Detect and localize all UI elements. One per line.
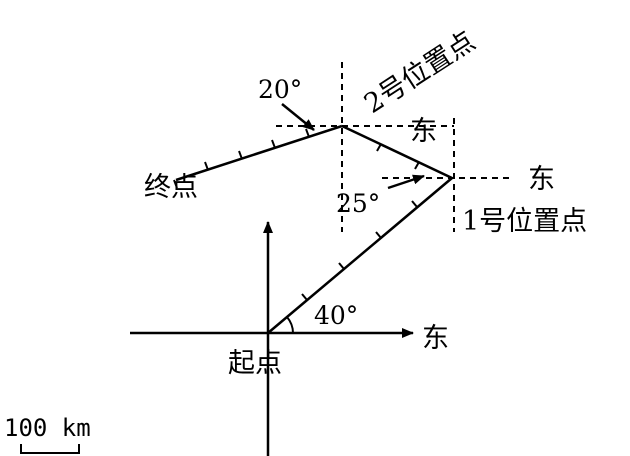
angle-label-40: 40° bbox=[314, 301, 358, 330]
scale-bar bbox=[20, 444, 80, 454]
angle-label-20: 20° bbox=[258, 75, 302, 104]
angle-arrow-20 bbox=[281, 103, 315, 131]
position-1-label: 1号位置点 bbox=[462, 206, 587, 237]
tick bbox=[271, 139, 276, 149]
origin-axes bbox=[130, 221, 414, 456]
segment-ticks bbox=[173, 128, 420, 301]
segment-pos2-to-end bbox=[175, 124, 343, 182]
segment-start-to-pos1 bbox=[267, 177, 453, 334]
tick bbox=[301, 293, 308, 301]
route-path bbox=[175, 124, 453, 334]
position-2-label: 2号位置点 bbox=[359, 26, 481, 120]
tick bbox=[414, 161, 420, 170]
tick bbox=[238, 150, 243, 160]
tick bbox=[173, 179, 178, 189]
tick bbox=[338, 262, 345, 270]
tick bbox=[204, 161, 209, 171]
angle-arc-40 bbox=[286, 316, 294, 334]
east-label-pos1: 东 bbox=[528, 164, 555, 195]
scale-label: 100 km bbox=[4, 414, 91, 442]
angle-label-25: 25° bbox=[336, 189, 380, 218]
start-label: 起点 bbox=[228, 348, 282, 379]
dashed-reference-lines bbox=[276, 62, 512, 232]
tick bbox=[375, 231, 382, 239]
angle-arrow-25 bbox=[387, 174, 425, 190]
tick bbox=[376, 143, 382, 152]
tick bbox=[305, 128, 310, 138]
tick bbox=[411, 200, 418, 208]
east-label-origin: 东 bbox=[422, 323, 449, 354]
east-label-pos2: 东 bbox=[410, 116, 437, 147]
end-label: 终点 bbox=[144, 172, 198, 203]
segment-pos1-to-pos2 bbox=[341, 124, 453, 180]
